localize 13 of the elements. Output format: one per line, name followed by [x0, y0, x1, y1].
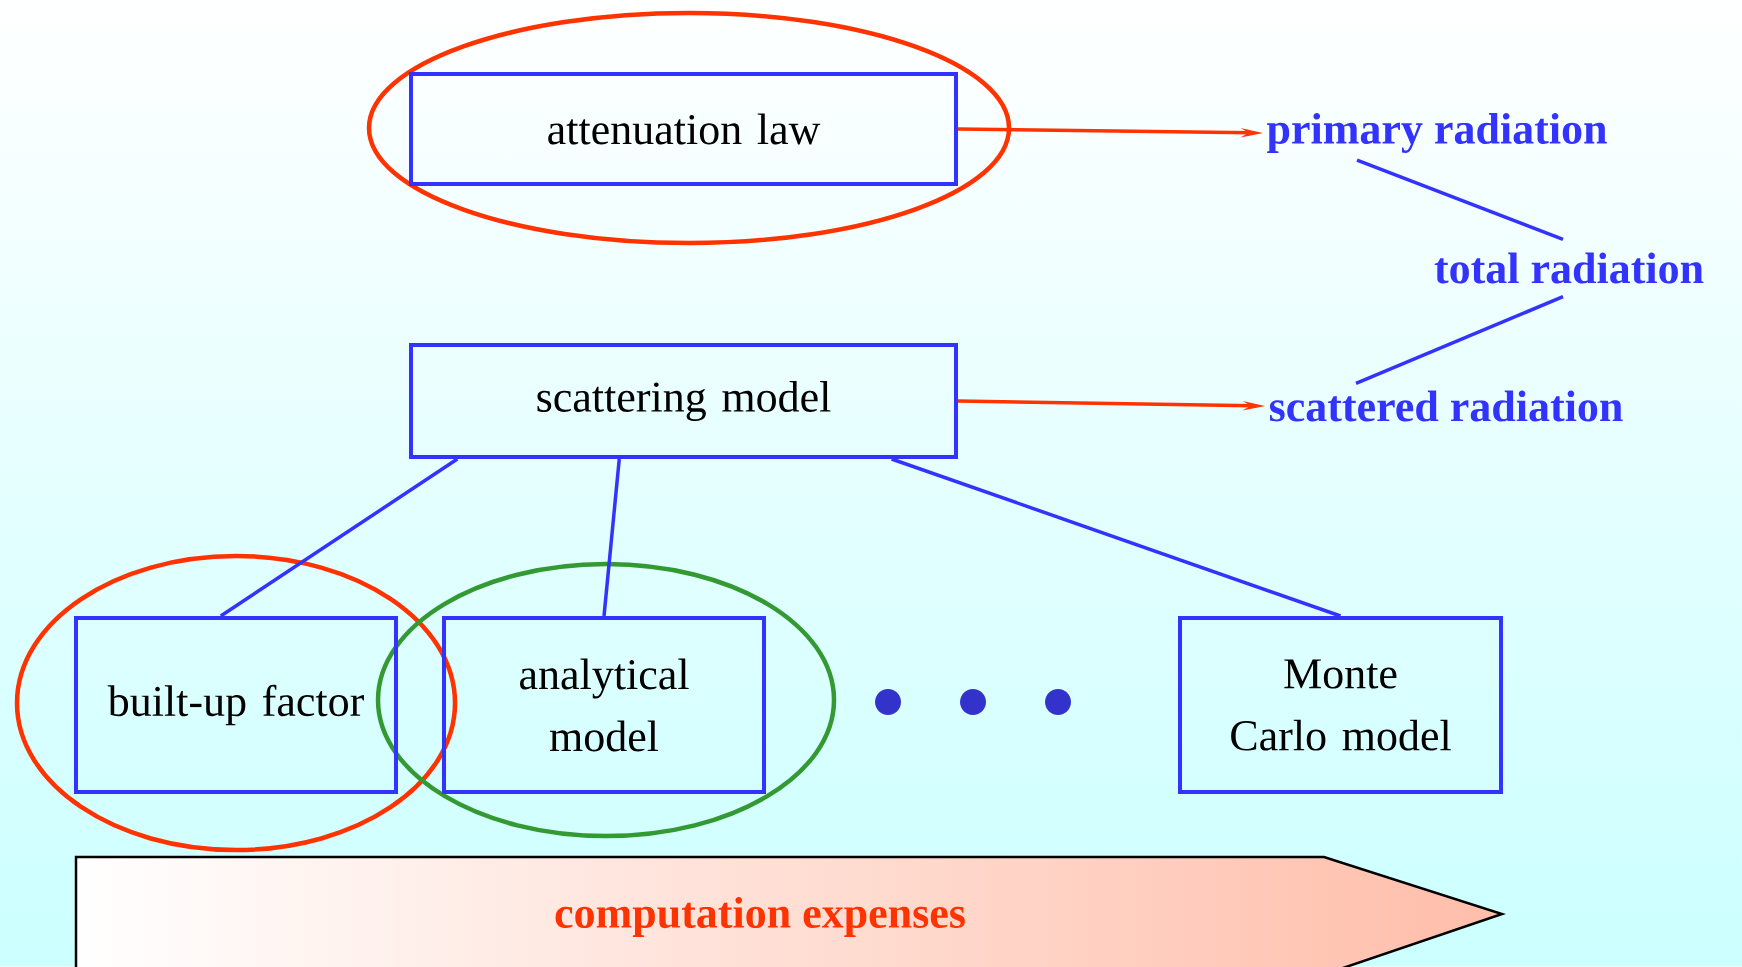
radiation-label: scattered radiation: [1269, 390, 1623, 422]
connector-line: [602, 458, 621, 617]
process-box: analytical model: [442, 616, 766, 794]
process-box: built-up factor: [74, 616, 398, 794]
process-box: Monte Carlo model: [1178, 616, 1503, 794]
process-box: scattering model: [409, 343, 958, 459]
connector-line: [1356, 158, 1564, 241]
radiation-label: total radiation: [1434, 252, 1704, 284]
connector-line: [1355, 295, 1564, 385]
radiation-label: primary radiation: [1267, 113, 1607, 153]
process-box: attenuation law: [409, 72, 958, 186]
connector-line: [891, 457, 1342, 618]
connector-line: [219, 457, 459, 618]
